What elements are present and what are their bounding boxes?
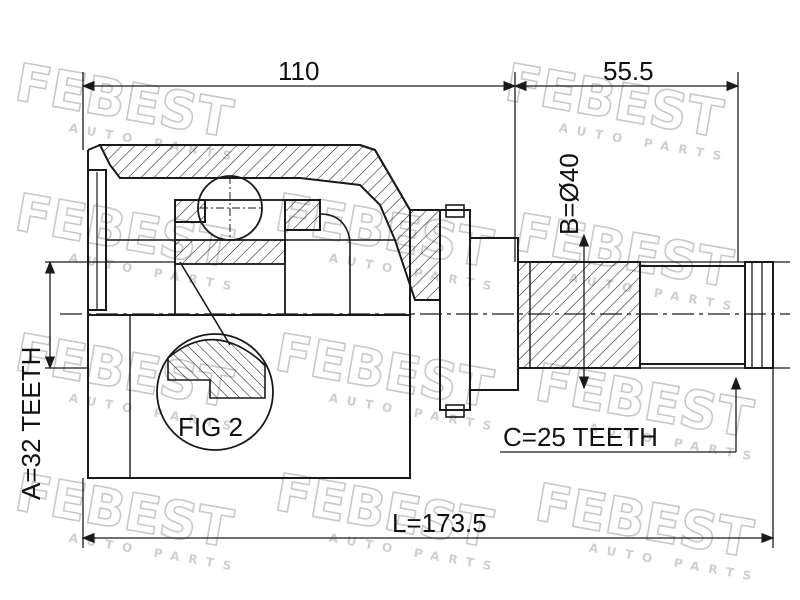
dimension-lines [44, 72, 790, 548]
dimension-labels: 110 55.5 B=Ø40 A=32 TEETH C=25 TEETH L=1… [16, 56, 658, 538]
spider-bore [319, 213, 351, 314]
watermark-11: FEBEST AUTO PARTS [530, 472, 761, 584]
fig2-leader [179, 261, 231, 346]
neck-cap [445, 204, 465, 218]
fig2-detail-circle [156, 333, 274, 451]
spline-section [517, 261, 641, 369]
fig2-label: FIG 2 [178, 412, 243, 442]
dim-55-label: 55.5 [603, 56, 654, 86]
dim-a-label: A=32 TEETH [16, 347, 46, 500]
housing-outline [87, 144, 411, 479]
housing-shell-hatch [98, 144, 441, 301]
watermark-7: FEBEST AUTO PARTS [270, 322, 501, 434]
dim-l-label: L=173.5 [392, 508, 487, 538]
inner-race-hatch-band [174, 239, 286, 265]
neck-cap-bottom [445, 404, 465, 418]
dim-110-label: 110 [278, 56, 319, 86]
fig2-detail-hatch [167, 338, 266, 399]
threaded-end-tip [744, 261, 774, 369]
inner-race-top-right [284, 199, 321, 231]
watermark-layer: FEBEST AUTO PARTS FEBEST AUTO PARTS FEBE… [10, 52, 761, 584]
dim-c-label: C=25 TEETH [503, 422, 658, 452]
dim-b-label: B=Ø40 [554, 153, 584, 235]
